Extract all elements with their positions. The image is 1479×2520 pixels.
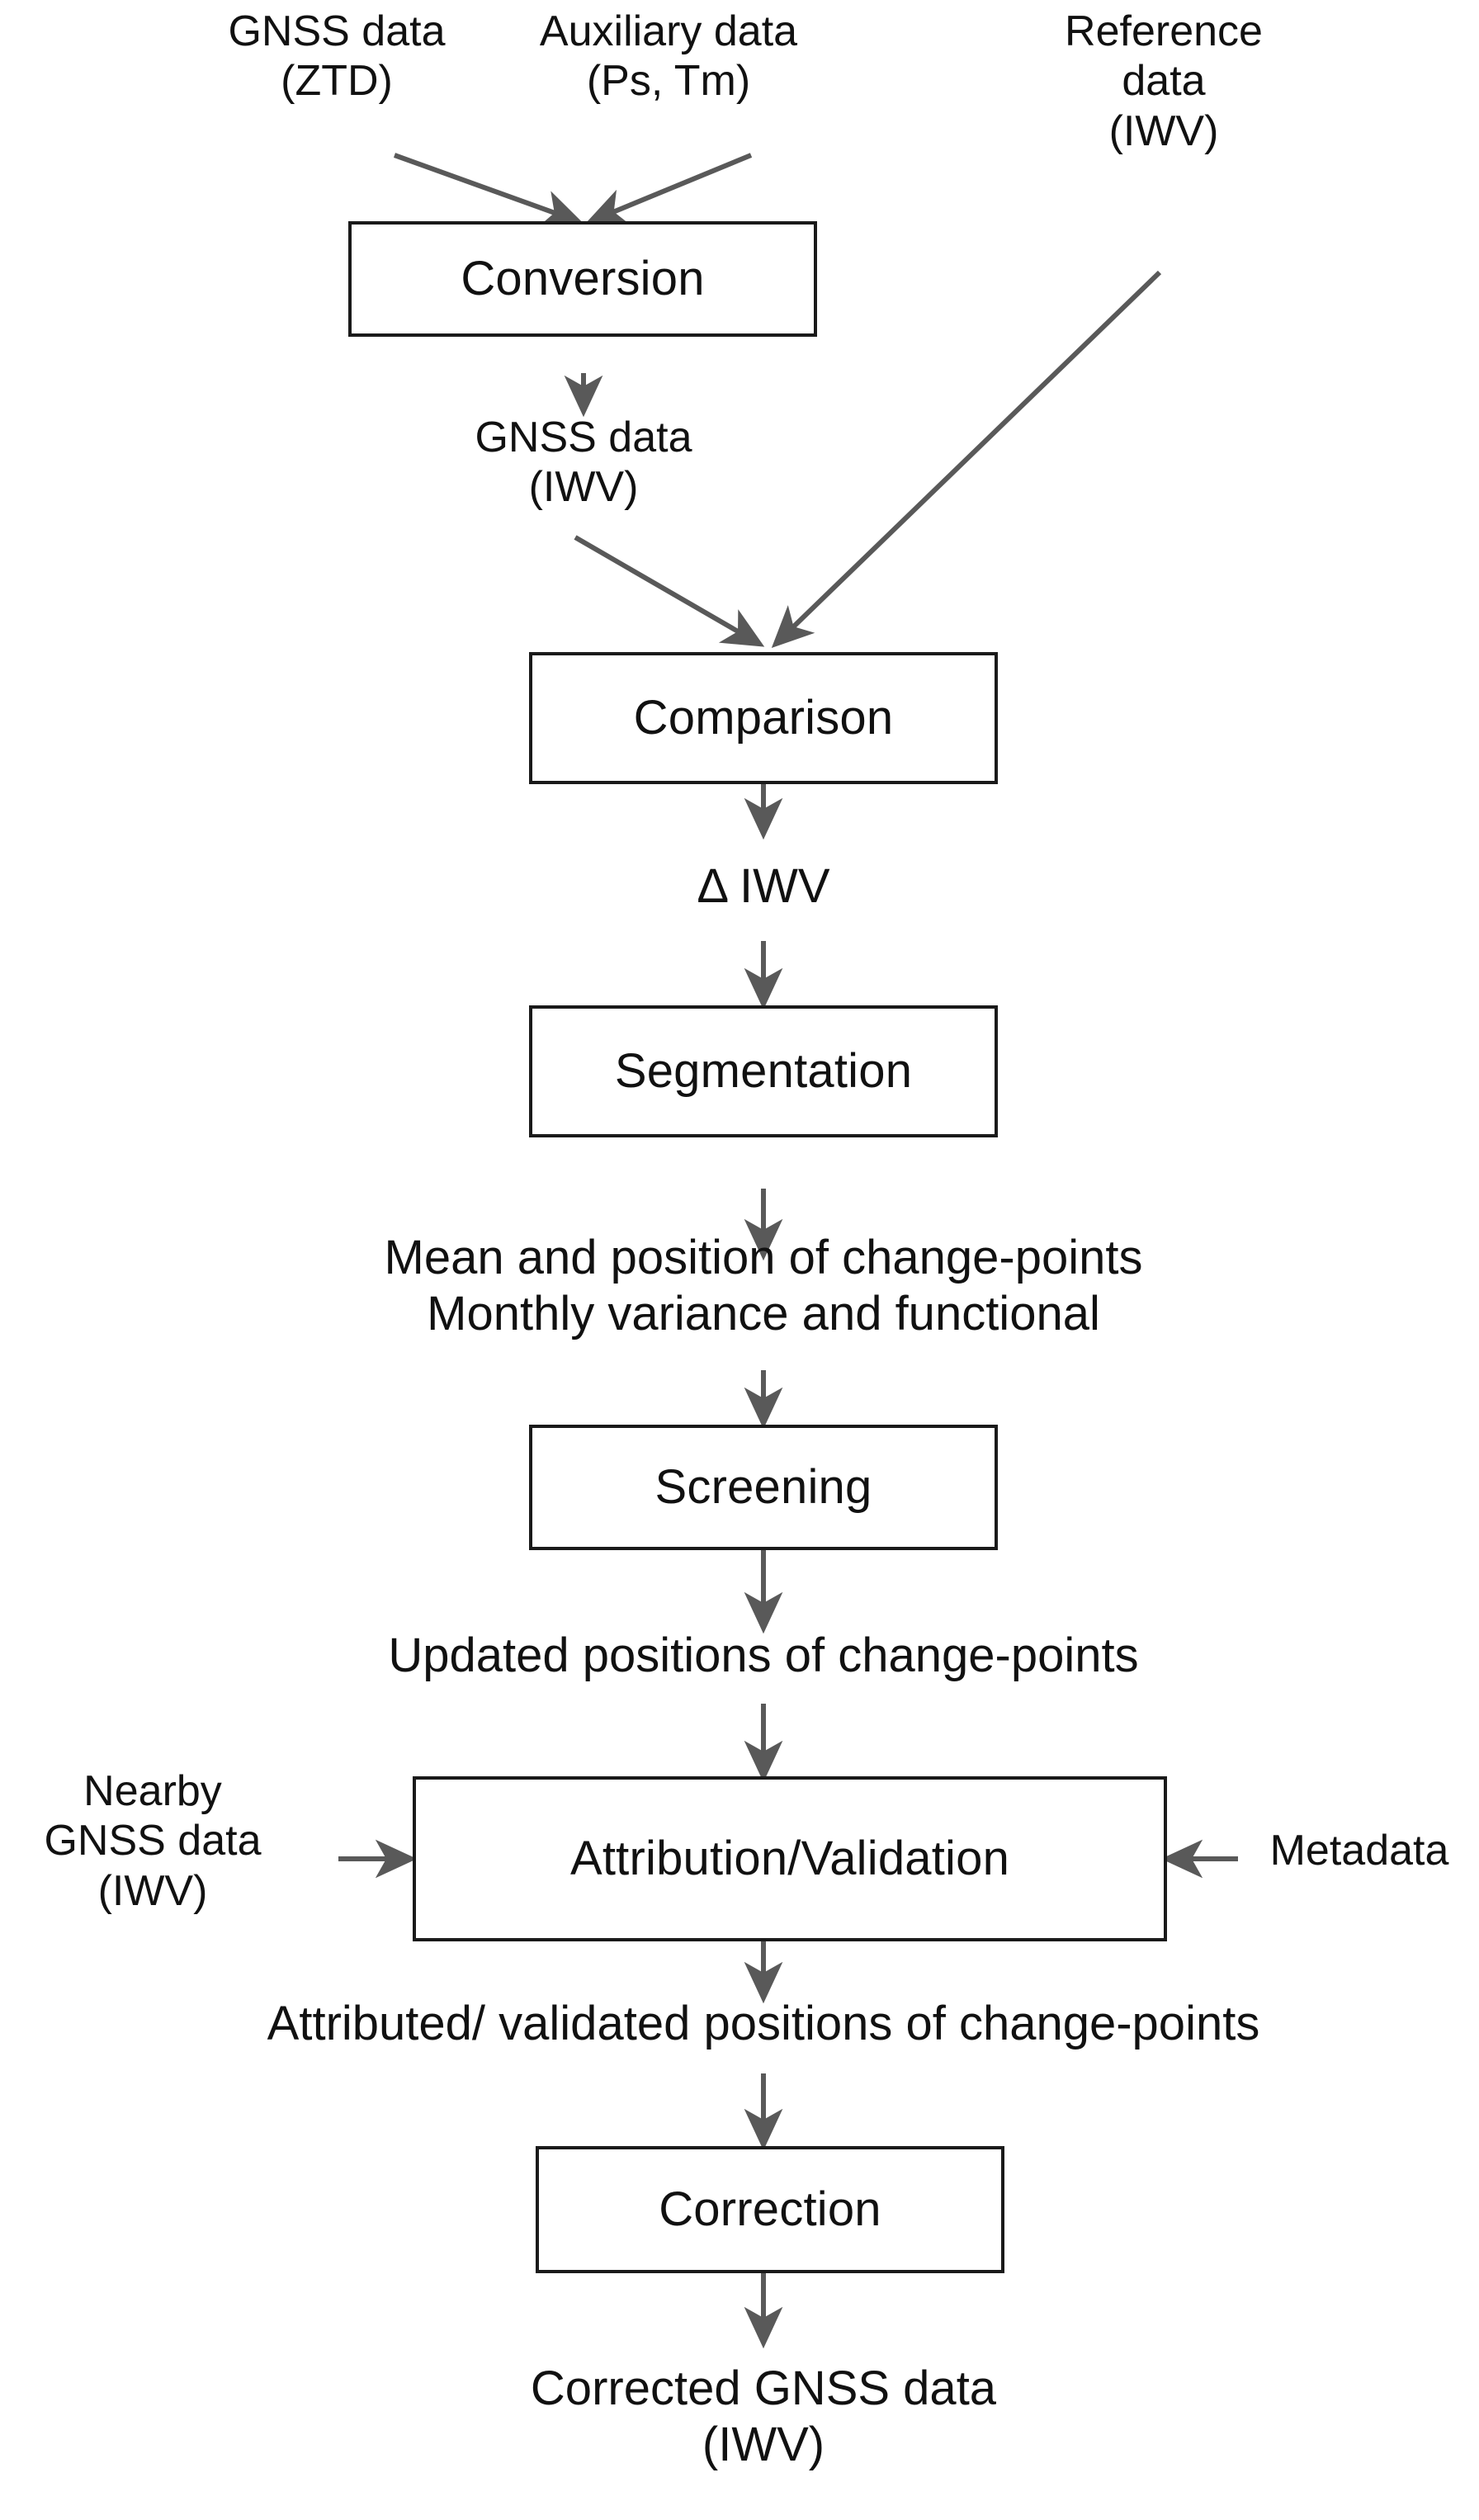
edge-ztd-to-conversion	[393, 153, 584, 228]
process-box-segmentation[interactable]: Segmentation	[529, 1005, 998, 1137]
edge-auxiliary-to-conversion	[585, 153, 753, 226]
process-box-correction[interactable]: Correction	[536, 2146, 1004, 2273]
process-box-conversion[interactable]: Conversion	[348, 221, 817, 337]
input-label-auxiliary-data: Auxiliary data (Ps, Tm)	[539, 7, 798, 106]
process-box-attribution-validation-label: Attribution/Validation	[569, 1831, 1010, 1885]
output-label-corrected-gnss: Corrected GNSS data (IWV)	[530, 2362, 997, 2472]
process-box-attribution-validation[interactable]: Attribution/Validation	[413, 1776, 1167, 1941]
side-input-label-metadata: Metadata	[1269, 1827, 1449, 1875]
process-box-comparison[interactable]: Comparison	[529, 652, 998, 784]
process-box-conversion-label: Conversion	[461, 251, 705, 305]
input-label-gnss-ztd: GNSS data (ZTD)	[228, 7, 446, 106]
edge-reference-to-comparison	[771, 270, 1162, 649]
process-box-screening-label: Screening	[654, 1459, 872, 1514]
process-box-correction-label: Correction	[659, 2182, 881, 2236]
intermediate-label-delta-iwv: Δ IWV	[697, 859, 830, 913]
edge-gnss-iwv-to-comparison	[574, 535, 765, 647]
intermediate-label-screening-output: Updated positions of change-points	[388, 1629, 1139, 1682]
input-label-reference-data: Reference data (IWV)	[1065, 7, 1263, 155]
process-box-segmentation-label: Segmentation	[614, 1043, 913, 1098]
process-box-screening[interactable]: Screening	[529, 1425, 998, 1550]
process-box-comparison-label: Comparison	[633, 690, 894, 745]
side-input-label-nearby-gnss: Nearby GNSS data (IWV)	[44, 1767, 262, 1915]
intermediate-label-gnss-iwv: GNSS data (IWV)	[475, 414, 692, 512]
intermediate-label-segmentation-output: Mean and position of change-points Month…	[384, 1231, 1143, 1341]
intermediate-label-attribution-output: Attributed/ validated positions of chang…	[267, 1997, 1260, 2050]
